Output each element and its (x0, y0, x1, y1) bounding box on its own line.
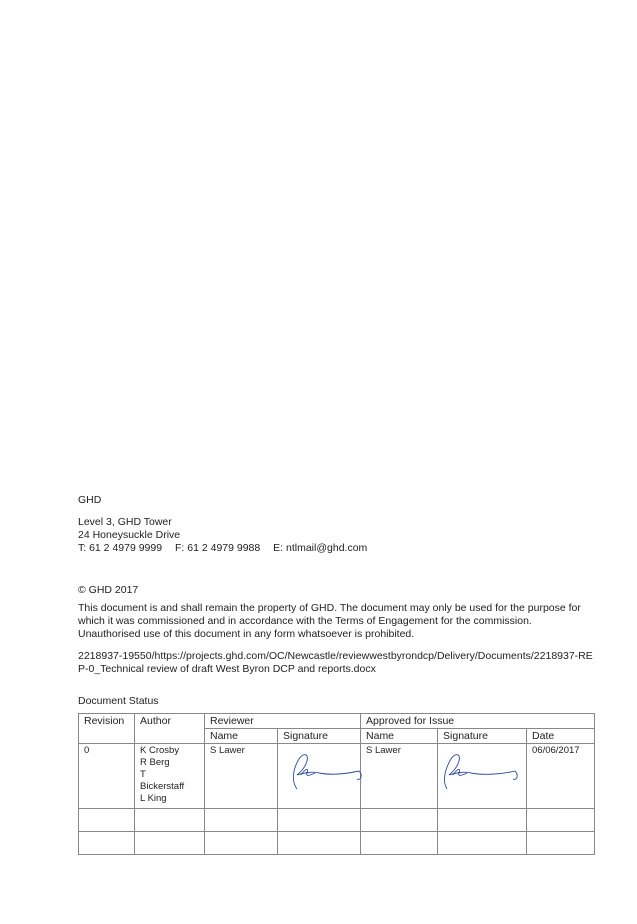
header-approver-signature: Signature (437, 728, 528, 744)
disclaimer: This document is and shall remain the pr… (78, 602, 581, 640)
header-reviewer: Reviewer (203, 713, 362, 729)
header-date: Date (526, 728, 596, 744)
header-approver-name: Name (360, 728, 439, 744)
address-line-1: Level 3, GHD Tower (78, 516, 172, 528)
cell-approver-name: S Lawer (360, 743, 439, 809)
signature-image (292, 754, 362, 790)
header-revision: Revision (78, 713, 135, 744)
cell-reviewer-name: S Lawer (204, 743, 278, 809)
contact-line: T: 61 2 4979 9999 F: 61 2 4979 9988 E: n… (78, 542, 598, 555)
email: E: ntlmail@ghd.com (273, 542, 368, 554)
file-path: 2218937-19550/https://projects.ghd.com/O… (78, 650, 593, 675)
document-status-table: Revision Author Reviewer Approved for Is… (78, 713, 596, 855)
cell-revision: 0 (78, 743, 135, 809)
company-name: GHD (78, 494, 102, 506)
table-row: 0 K Crosby R Berg T Bickerstaff L King S… (78, 743, 596, 809)
cell-date: 06/06/2017 (526, 743, 596, 809)
header-reviewer-signature: Signature (276, 728, 362, 744)
header-author: Author (134, 713, 205, 744)
table-row (78, 831, 596, 855)
table-row (78, 808, 596, 832)
company-address: Level 3, GHD Tower 24 Honeysuckle Drive … (78, 516, 598, 555)
signature-image (444, 754, 518, 790)
cell-approver-signature (437, 743, 528, 809)
document-status-title: Document Status (78, 695, 159, 707)
cell-reviewer-signature (276, 743, 362, 809)
cell-authors: K Crosby R Berg T Bickerstaff L King (134, 743, 205, 809)
address-line-2: 24 Honeysuckle Drive (78, 529, 181, 541)
fax: F: 61 2 4979 9988 (175, 542, 261, 554)
copyright: © GHD 2017 (78, 584, 139, 596)
phone: T: 61 2 4979 9999 (78, 542, 163, 554)
header-approved: Approved for Issue (360, 713, 596, 729)
header-row-1: Revision Author Reviewer Approved for Is… (78, 713, 596, 744)
header-reviewer-name: Name (204, 728, 278, 744)
